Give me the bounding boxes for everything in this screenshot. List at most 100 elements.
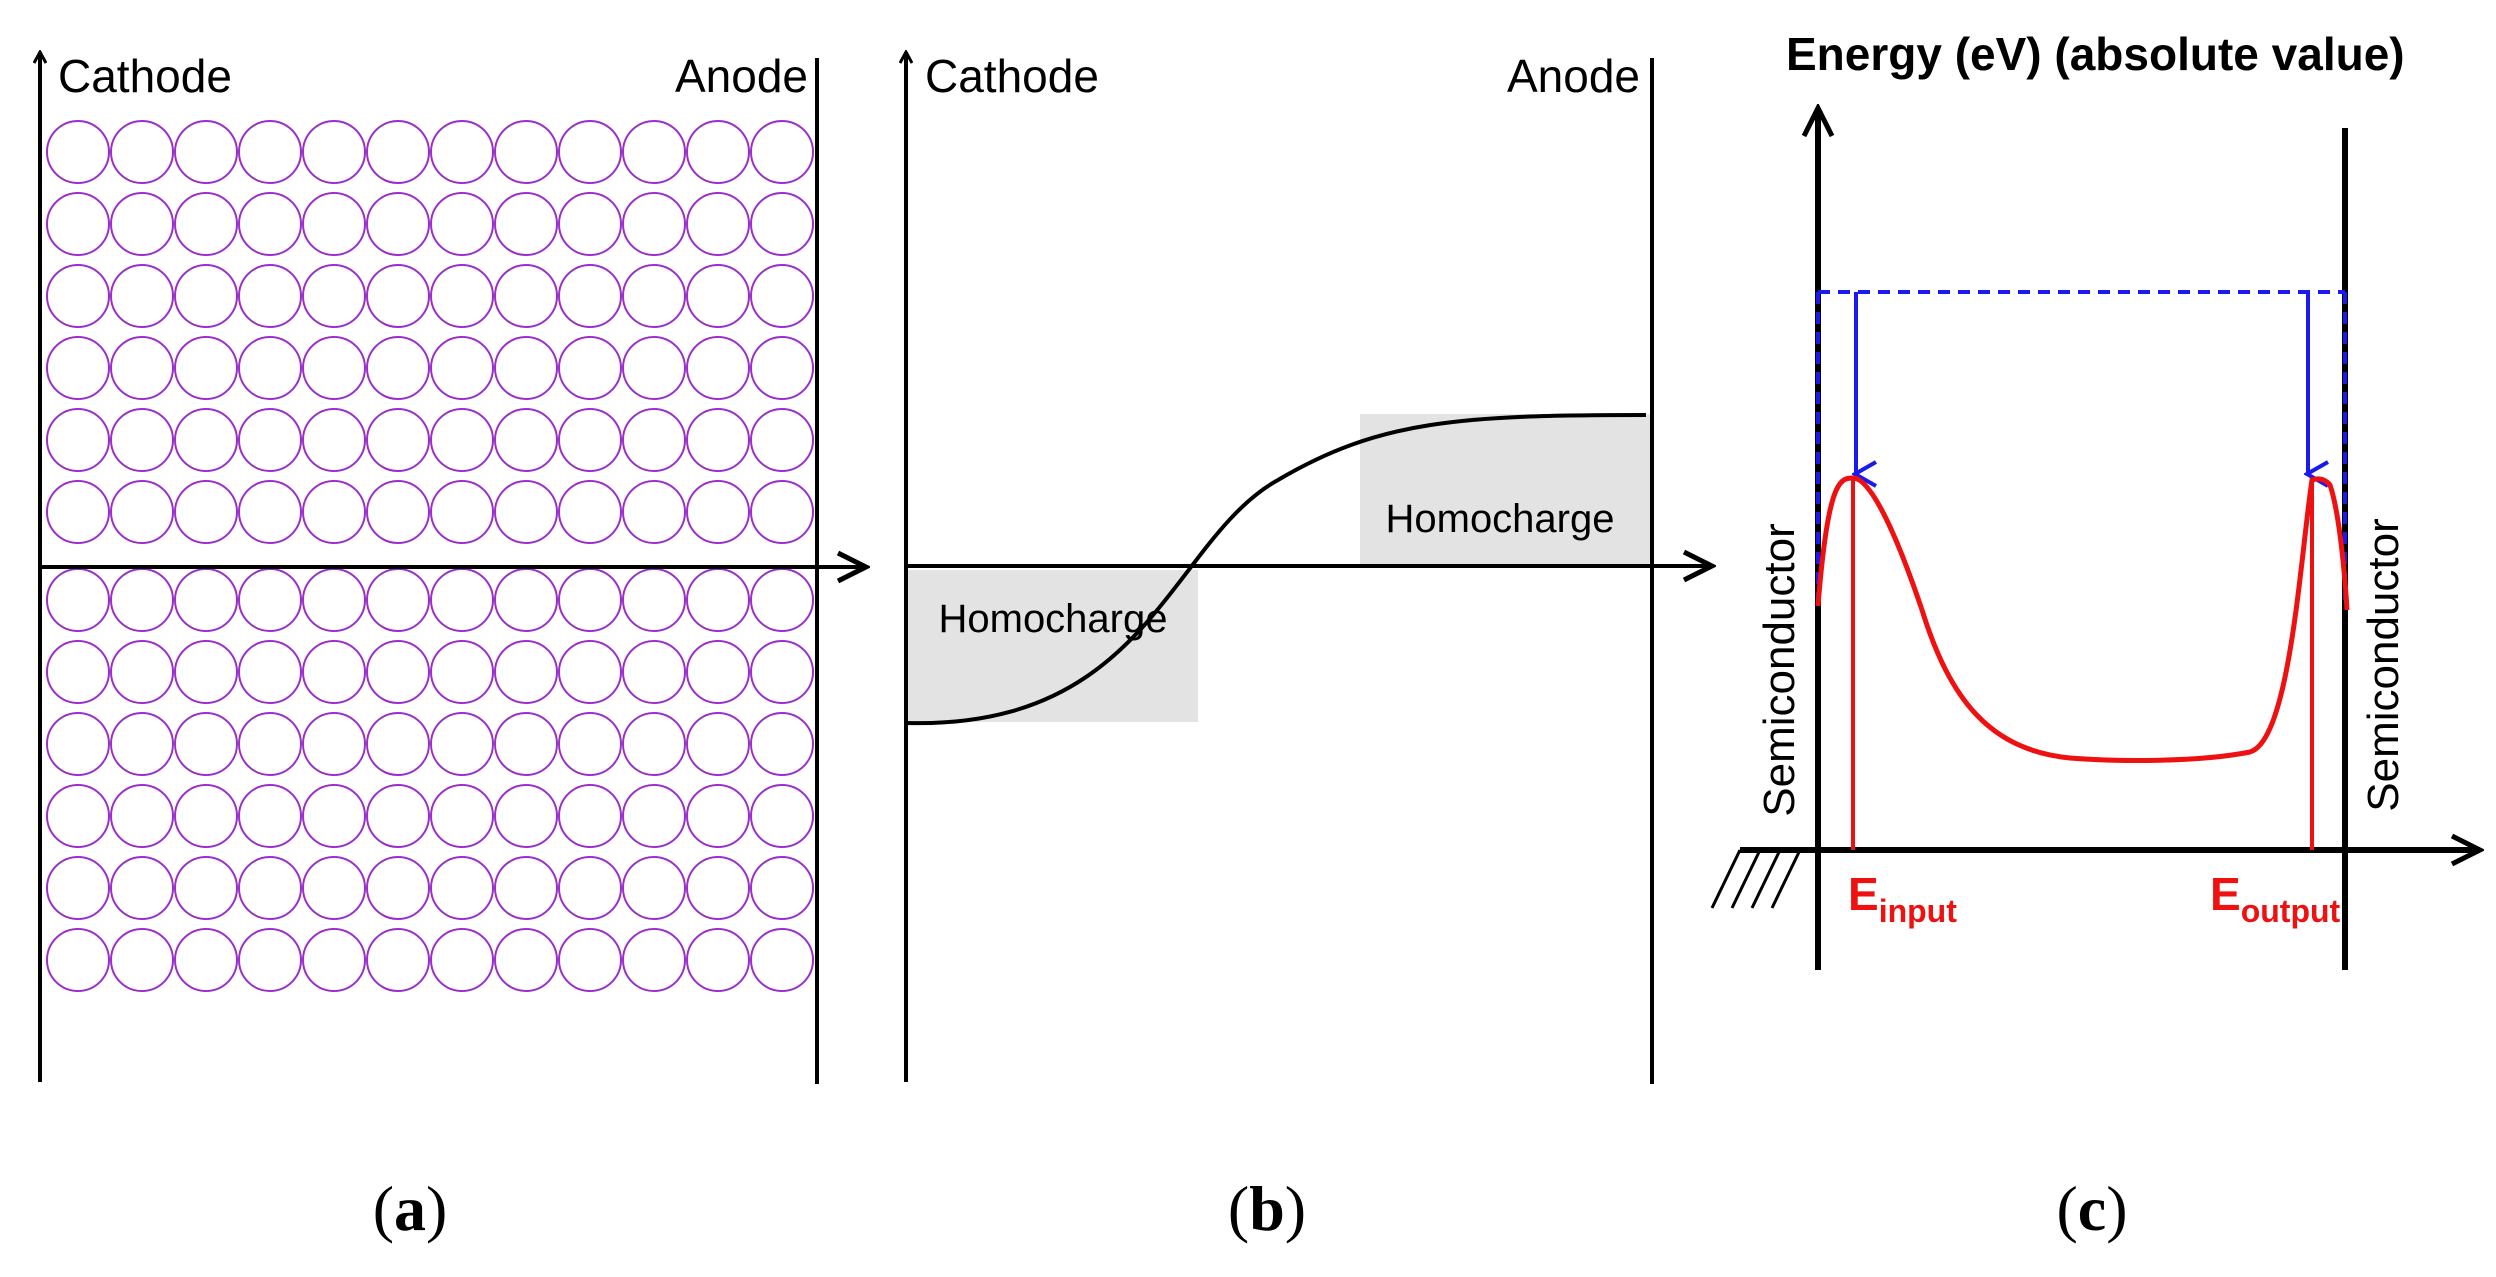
particle-circle-top-r1-c11	[750, 192, 814, 256]
particle-circle-bottom-r2-c8	[558, 712, 622, 776]
particle-circle-bottom-r0-c1	[110, 568, 174, 632]
particle-circle-bottom-r1-c3	[238, 640, 302, 704]
particle-circle-top-r0-c0	[46, 120, 110, 184]
panel-b: Cathode Anode Homocharge Homocharge (b)	[906, 50, 1712, 1244]
particle-circle-bottom-r0-c8	[558, 568, 622, 632]
particle-circle-bottom-r3-c9	[622, 784, 686, 848]
particle-circle-top-r1-c5	[366, 192, 430, 256]
particle-circle-bottom-r4-c8	[558, 856, 622, 920]
particle-circle-bottom-r5-c8	[558, 928, 622, 992]
particle-circle-bottom-r0-c10	[686, 568, 750, 632]
homocharge-label-right: Homocharge	[1385, 497, 1614, 541]
particle-circle-top-r3-c8	[558, 336, 622, 400]
particle-circle-top-r5-c7	[494, 480, 558, 544]
particle-circle-bottom-r1-c7	[494, 640, 558, 704]
e-output-label: Eoutput	[2210, 868, 2341, 929]
panel-c-caption: (c)	[2056, 1173, 2127, 1244]
particle-circle-top-r0-c9	[622, 120, 686, 184]
particle-circle-top-r1-c0	[46, 192, 110, 256]
particle-circle-top-r1-c4	[302, 192, 366, 256]
particle-circle-bottom-r2-c11	[750, 712, 814, 776]
particle-circle-top-r4-c9	[622, 408, 686, 472]
panel-a-cathode-label: Cathode	[58, 50, 232, 102]
e-input-label: Einput	[1848, 868, 1957, 929]
particle-circle-top-r4-c4	[302, 408, 366, 472]
homocharge-region-left	[908, 570, 1198, 722]
particle-circle-top-r4-c5	[366, 408, 430, 472]
particle-circle-bottom-r1-c9	[622, 640, 686, 704]
particle-circle-bottom-r3-c0	[46, 784, 110, 848]
particle-circle-top-r2-c4	[302, 264, 366, 328]
particle-circle-bottom-r2-c5	[366, 712, 430, 776]
panel-a-anode-label: Anode	[675, 50, 808, 102]
particle-circle-top-r3-c2	[174, 336, 238, 400]
particle-circle-bottom-r2-c2	[174, 712, 238, 776]
particle-circle-top-r1-c3	[238, 192, 302, 256]
particle-circle-top-r4-c11	[750, 408, 814, 472]
panel-b-cathode-label: Cathode	[925, 50, 1099, 102]
particle-circle-top-r3-c7	[494, 336, 558, 400]
panel-b-anode-label: Anode	[1507, 50, 1640, 102]
particle-circle-top-r2-c7	[494, 264, 558, 328]
particle-circle-bottom-r4-c3	[238, 856, 302, 920]
particle-circle-top-r2-c0	[46, 264, 110, 328]
particle-circle-top-r3-c0	[46, 336, 110, 400]
particle-circle-top-r5-c8	[558, 480, 622, 544]
particle-circle-bottom-r2-c9	[622, 712, 686, 776]
particle-circle-bottom-r0-c3	[238, 568, 302, 632]
particle-circle-bottom-r0-c7	[494, 568, 558, 632]
particle-circle-bottom-r2-c7	[494, 712, 558, 776]
particle-circle-top-r3-c11	[750, 336, 814, 400]
injection-level	[1816, 290, 2347, 600]
particle-circle-bottom-r3-c11	[750, 784, 814, 848]
particle-circle-bottom-r4-c2	[174, 856, 238, 920]
particle-circle-bottom-r5-c5	[366, 928, 430, 992]
particle-circle-bottom-r2-c10	[686, 712, 750, 776]
particle-circle-bottom-r1-c6	[430, 640, 494, 704]
particle-circle-top-r0-c7	[494, 120, 558, 184]
particle-circle-bottom-r1-c1	[110, 640, 174, 704]
charge-distribution-curve	[905, 413, 1647, 726]
particle-circle-bottom-r5-c0	[46, 928, 110, 992]
particle-circle-top-r2-c6	[430, 264, 494, 328]
particle-circle-top-r5-c0	[46, 480, 110, 544]
particle-circle-bottom-r5-c6	[430, 928, 494, 992]
particle-circle-bottom-r4-c7	[494, 856, 558, 920]
circle-grid	[46, 120, 814, 992]
particle-circle-top-r3-c1	[110, 336, 174, 400]
particle-circle-bottom-r1-c10	[686, 640, 750, 704]
particle-circle-bottom-r5-c9	[622, 928, 686, 992]
particle-circle-bottom-r2-c6	[430, 712, 494, 776]
particle-circle-bottom-r0-c11	[750, 568, 814, 632]
particle-circle-bottom-r4-c0	[46, 856, 110, 920]
ground-hatch	[1710, 849, 1802, 909]
particle-circle-bottom-r4-c1	[110, 856, 174, 920]
particle-circle-top-r5-c9	[622, 480, 686, 544]
particle-circle-top-r2-c11	[750, 264, 814, 328]
particle-circle-bottom-r0-c6	[430, 568, 494, 632]
particle-circle-top-r2-c2	[174, 264, 238, 328]
particle-circle-top-r4-c3	[238, 408, 302, 472]
particle-circle-top-r0-c5	[366, 120, 430, 184]
particle-circle-bottom-r2-c1	[110, 712, 174, 776]
particle-circle-bottom-r3-c8	[558, 784, 622, 848]
particle-circle-bottom-r4-c5	[366, 856, 430, 920]
particle-circle-top-r1-c10	[686, 192, 750, 256]
particle-circle-bottom-r5-c3	[238, 928, 302, 992]
particle-circle-top-r0-c1	[110, 120, 174, 184]
homocharge-label-left: Homocharge	[938, 597, 1167, 641]
particle-circle-top-r5-c4	[302, 480, 366, 544]
particle-circle-bottom-r4-c11	[750, 856, 814, 920]
particle-circle-top-r5-c11	[750, 480, 814, 544]
particle-circle-bottom-r0-c5	[366, 568, 430, 632]
particle-circle-top-r4-c10	[686, 408, 750, 472]
particle-circle-bottom-r3-c6	[430, 784, 494, 848]
particle-circle-bottom-r0-c9	[622, 568, 686, 632]
homocharge-region-right	[1360, 414, 1650, 566]
particle-circle-top-r3-c9	[622, 336, 686, 400]
particle-circle-bottom-r0-c4	[302, 568, 366, 632]
particle-circle-top-r1-c8	[558, 192, 622, 256]
energy-axis-title: Energy (eV) (absolute value)	[1786, 28, 2405, 80]
particle-circle-top-r5-c5	[366, 480, 430, 544]
